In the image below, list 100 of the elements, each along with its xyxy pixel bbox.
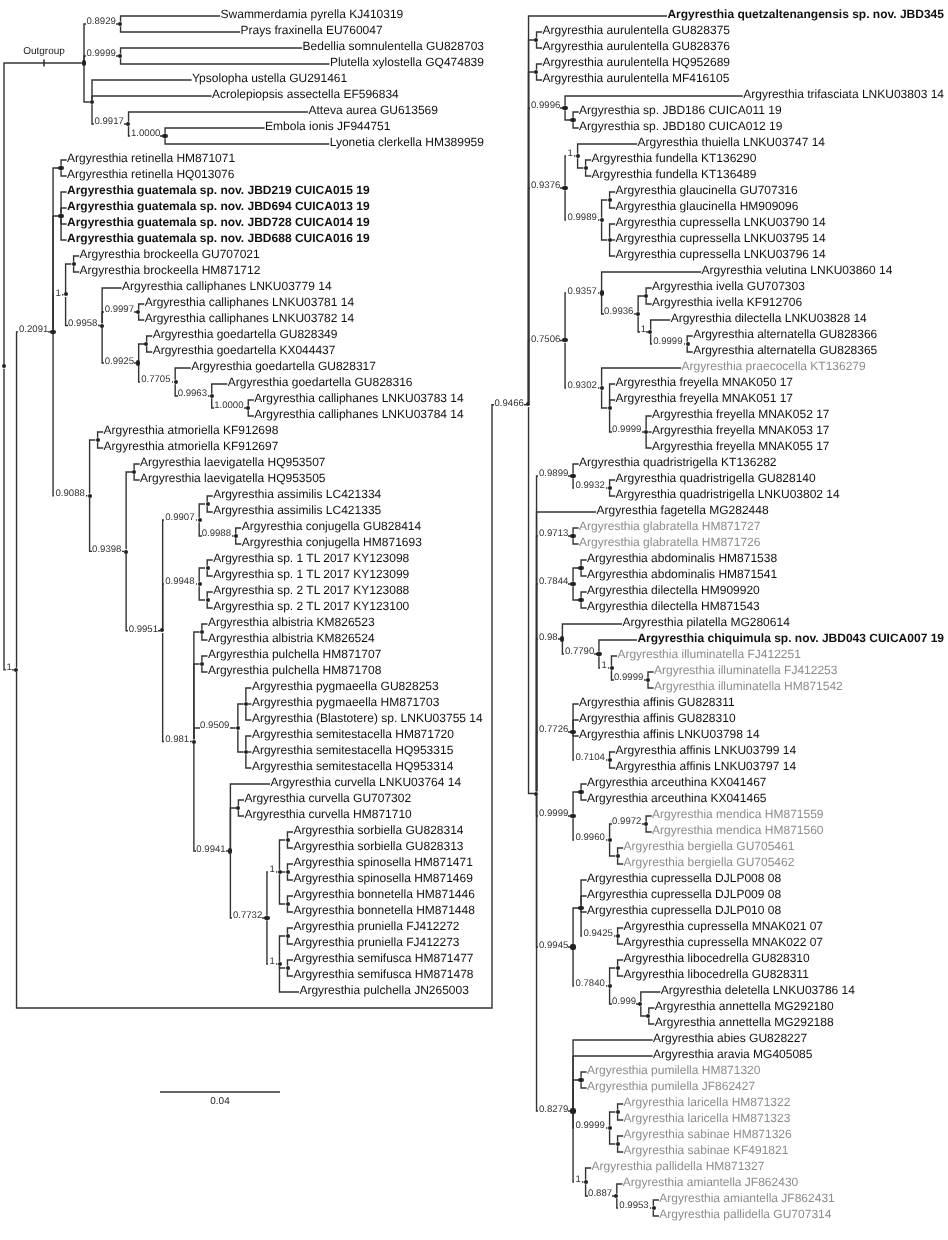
node-dot-icon: [526, 402, 531, 407]
node-dot-icon: [50, 329, 56, 335]
node-dot-icon: [599, 290, 604, 296]
branch-line: [206, 591, 214, 599]
node-dot-icon: [615, 1141, 620, 1147]
branch-line: [580, 909, 588, 913]
node-dot-icon: [534, 791, 539, 796]
node-dot-icon: [614, 1193, 619, 1199]
branch-line: [235, 537, 242, 545]
node-dot-icon: [233, 533, 238, 539]
branch-line: [616, 1145, 624, 1153]
branch-line: [647, 681, 655, 689]
node-dot-icon: [578, 905, 584, 911]
branch-line: [572, 527, 580, 535]
branch-line: [580, 591, 588, 599]
branch-line: [174, 367, 192, 381]
branch-line: [201, 623, 209, 631]
branch-line: [616, 847, 624, 855]
node-dot-icon: [596, 651, 602, 657]
branch-line: [572, 111, 580, 119]
branch-line: [645, 815, 653, 823]
branch-line: [616, 1103, 624, 1111]
branch-line: [580, 1071, 588, 1079]
branch-line: [119, 57, 331, 65]
branch-line: [600, 367, 682, 387]
branch-line: [572, 567, 580, 583]
branch-line: [648, 1007, 656, 1015]
node-dot-icon: [144, 341, 149, 347]
branch-line: [137, 343, 146, 362]
branch-line: [535, 41, 543, 49]
node-dot-icon: [635, 311, 641, 317]
branch-line: [52, 333, 89, 497]
branch-line: [278, 935, 286, 963]
node-dot-icon: [1, 364, 7, 369]
node-dot-icon: [607, 1125, 612, 1131]
branch-line: [535, 63, 543, 71]
branch-line: [60, 207, 68, 215]
branch-line: [119, 25, 241, 33]
branch-line: [572, 733, 609, 761]
branch-line: [91, 103, 128, 125]
branch-line: [206, 569, 214, 577]
branch-line: [645, 825, 653, 833]
branch-line: [278, 965, 286, 969]
branch-line: [564, 189, 601, 221]
branch-line: [600, 221, 609, 241]
branch-line: [572, 1112, 585, 1183]
branch-line: [598, 639, 638, 653]
branch-line: [52, 294, 65, 331]
branch-line: [580, 559, 588, 567]
branch-line: [235, 527, 242, 535]
branch-line: [564, 109, 572, 121]
branch-line: [286, 905, 294, 913]
node-dot-icon: [58, 165, 64, 171]
branch-line: [572, 477, 609, 489]
branch-line: [608, 399, 616, 407]
node-dot-icon: [575, 153, 580, 159]
node-dot-icon: [615, 1109, 620, 1115]
branch-line: [610, 669, 647, 681]
node-dot-icon: [607, 837, 612, 843]
branch-line: [286, 969, 294, 977]
branch-line: [608, 191, 616, 199]
node-dot-icon: [99, 323, 105, 328]
node-dot-icon: [199, 661, 205, 667]
branch-line: [286, 841, 294, 849]
branch-line: [572, 463, 580, 475]
branch-line: [198, 585, 206, 601]
node-dot-icon: [578, 565, 584, 571]
branch-line: [572, 948, 609, 987]
branch-line: [561, 623, 623, 638]
node-dot-icon: [162, 133, 168, 139]
branch-line: [161, 583, 198, 630]
node-dot-icon: [95, 437, 100, 443]
node-dot-icon: [583, 165, 588, 171]
node-dot-icon: [81, 60, 87, 66]
node-dot-icon: [570, 729, 576, 735]
node-dot-icon: [578, 597, 584, 603]
branch-line: [286, 937, 294, 945]
branch-line: [561, 640, 598, 655]
node-dot-icon: [199, 629, 205, 635]
branch-line: [286, 831, 294, 839]
node-dot-icon: [570, 533, 576, 539]
branch-line: [211, 383, 228, 395]
branch-line: [237, 703, 245, 727]
branch-line: [640, 1005, 648, 1017]
node-dot-icon: [285, 901, 290, 907]
node-dot-icon: [607, 485, 612, 491]
branch-line: [83, 55, 120, 62]
node-dot-icon: [615, 965, 620, 971]
node-dot-icon: [570, 1108, 576, 1114]
branch-line: [201, 665, 209, 673]
branch-line: [206, 601, 214, 609]
node-dot-icon: [243, 701, 249, 707]
node-dot-icon: [14, 667, 19, 673]
branch-line: [278, 965, 300, 993]
branch-line: [584, 1183, 616, 1197]
node-dot-icon: [578, 789, 584, 795]
branch-line: [600, 389, 609, 409]
branch-line: [72, 265, 80, 273]
branch-line: [15, 404, 528, 1009]
branch-line: [616, 857, 624, 865]
